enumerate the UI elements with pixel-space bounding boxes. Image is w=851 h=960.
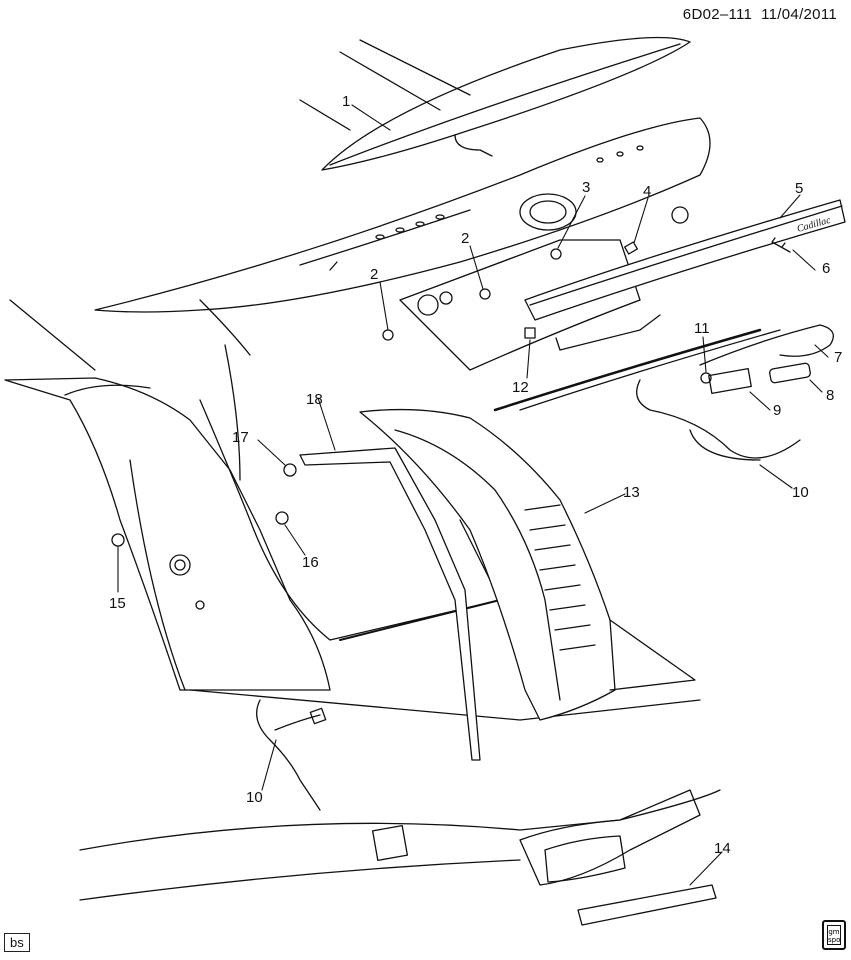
- screw: [771, 237, 791, 253]
- logo-line-2: spo: [828, 936, 841, 944]
- logo-line-1: gm: [828, 928, 840, 936]
- grommet-15: [111, 533, 125, 547]
- drawing-date: 11/04/2011: [761, 6, 837, 23]
- trunk-lid-holes: [375, 145, 644, 240]
- drawing-number: 6D02–111 11/04/2011: [683, 6, 837, 23]
- trunk-lid: [94, 117, 711, 313]
- crest-emblem: [519, 193, 577, 231]
- harness-10a: [636, 379, 801, 461]
- lamp-housing-9: [708, 368, 752, 394]
- harness-7: [699, 324, 834, 366]
- callout-2b: 2: [461, 230, 469, 247]
- drawing-code: 6D02–111: [682, 6, 753, 23]
- gm-spo-logo: gm spo: [822, 920, 846, 950]
- callout-8: 8: [826, 387, 834, 404]
- license-plate-recess: [371, 824, 409, 862]
- quarter-panel: [4, 377, 331, 691]
- callout-17: 17: [232, 429, 249, 446]
- nut-3: [550, 248, 562, 260]
- callout-9: 9: [773, 402, 781, 419]
- gasket: [299, 447, 481, 761]
- callout-6: 6: [822, 260, 830, 277]
- callout-10a: 10: [792, 484, 809, 501]
- callout-1: 1: [342, 93, 350, 110]
- taillamp-louvers: [524, 504, 596, 651]
- callout-18: 18: [306, 391, 323, 408]
- lamp-8: [769, 362, 811, 384]
- grommet-16: [275, 511, 289, 525]
- callout-14: 14: [714, 840, 731, 857]
- grommet-2a: [382, 329, 394, 341]
- clip-4: [624, 241, 638, 255]
- bulb-11: [700, 372, 712, 384]
- callout-16: 16: [302, 554, 319, 571]
- callout-labels: 1 2 2 3 4 5 6 7 8 9 10 10 11 12 13 14 15…: [109, 93, 842, 857]
- clip-12: [524, 327, 536, 339]
- leader-lines: [117, 104, 829, 886]
- callout-2a: 2: [370, 266, 378, 283]
- grommet-2b: [479, 288, 491, 300]
- grommet-17: [283, 463, 297, 477]
- callout-4: 4: [643, 183, 651, 200]
- callout-3: 3: [582, 179, 590, 196]
- harness-10b: [256, 699, 321, 811]
- corner-tag: bs: [4, 933, 30, 952]
- reflector: [577, 884, 717, 926]
- callout-7: 7: [834, 349, 842, 366]
- callout-10b: 10: [246, 789, 263, 806]
- callout-11: 11: [694, 320, 710, 337]
- callout-15: 15: [109, 595, 126, 612]
- callout-13: 13: [623, 484, 640, 501]
- spoiler-connector: [454, 134, 493, 157]
- callout-12: 12: [512, 379, 529, 396]
- callout-5: 5: [795, 180, 803, 197]
